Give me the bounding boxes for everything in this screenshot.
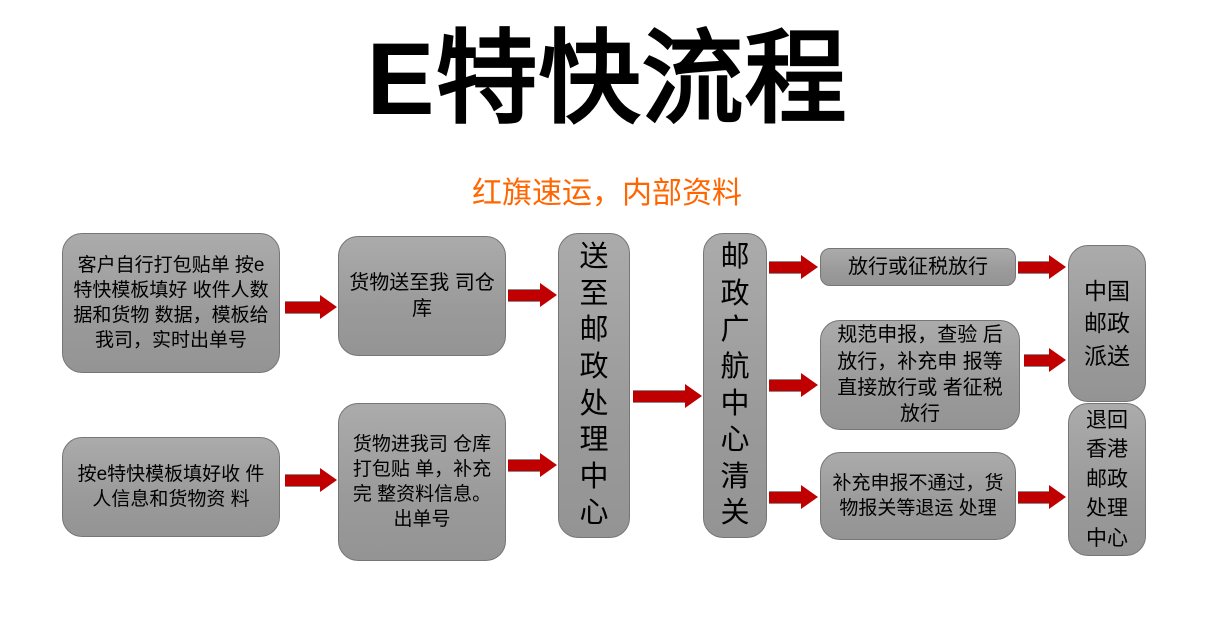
arrow-head-icon: [1049, 348, 1066, 372]
node-standard-declare: 规范申报，查验 后放行，补充申 报等直接放行或 者征税放行: [820, 320, 1020, 430]
node-label: 补充申报不通过，货物报关等退运 处理: [832, 472, 1004, 519]
flow-arrow-declare-to-chinapost: [1024, 348, 1066, 372]
flow-arrow-intake-to-postal: [508, 453, 557, 477]
arrow-shaft: [769, 260, 801, 274]
arrow-head-icon: [801, 373, 818, 397]
flow-arrow-clearance-to-release: [769, 255, 818, 279]
node-goods-to-warehouse: 货物送至我 司仓库: [338, 236, 506, 356]
arrow-shaft: [633, 389, 685, 403]
node-template-fill: 按e特快模板填好收 件人信息和货物资 料: [62, 437, 280, 537]
flow-arrow-template-to-intake: [285, 468, 337, 492]
flow-arrow-clearance-to-declare: [769, 373, 818, 397]
arrow-shaft: [508, 458, 540, 472]
node-return-hk: 退回香港邮政处理中心: [1068, 403, 1146, 556]
arrow-head-icon: [540, 283, 557, 307]
flow-arrow-warehouse-to-postal: [508, 283, 557, 307]
arrow-shaft: [285, 300, 320, 314]
node-label: 退回香港邮政处理中心: [1085, 409, 1128, 550]
flow-arrow-customer-to-warehouse: [285, 295, 337, 319]
arrow-shaft: [769, 490, 801, 504]
node-label: 货物进我司 仓库打包贴 单，补充完 整资料信息。出单号: [352, 433, 492, 531]
node-label: 送至邮政处理中心: [579, 241, 609, 530]
node-label: 货物送至我 司仓库: [349, 271, 495, 320]
node-send-postal-center: 送至邮政处理中心: [558, 233, 630, 538]
flow-arrow-release-to-chinapost: [1018, 255, 1066, 279]
arrow-head-icon: [1049, 485, 1066, 509]
arrow-shaft: [769, 378, 801, 392]
arrow-head-icon: [320, 468, 337, 492]
flow-arrow-postal-to-clearance: [633, 384, 702, 408]
page-title: E特快流程: [366, 22, 848, 136]
node-release: 放行或征税放行: [820, 248, 1016, 286]
arrow-head-icon: [320, 295, 337, 319]
node-guanghang-clearance: 邮政广航中心清关: [703, 233, 767, 538]
node-goods-into-warehouse: 货物进我司 仓库打包贴 单，补充完 整资料信息。出单号: [338, 403, 506, 561]
arrow-shaft: [1024, 353, 1049, 367]
arrow-head-icon: [801, 255, 818, 279]
node-label: 规范申报，查验 后放行，补充申 报等直接放行或 者征税放行: [837, 324, 1003, 426]
subtitle: 红旗速运，内部资料: [472, 177, 742, 210]
arrow-head-icon: [540, 453, 557, 477]
arrow-head-icon: [685, 384, 702, 408]
node-label: 邮政广航中心清关: [720, 241, 750, 530]
node-label: 按e特快模板填好收 件人信息和货物资 料: [77, 463, 265, 510]
node-label: 放行或征税放行: [848, 255, 988, 278]
arrow-head-icon: [801, 485, 818, 509]
flow-arrow-clearance-to-fail: [769, 485, 818, 509]
arrow-shaft: [1018, 260, 1049, 274]
arrow-shaft: [508, 288, 540, 302]
node-customer-self-pack: 客户自行打包贴单 按e特快模板填好 收件人数据和货物 数据，模板给我司，实时出单…: [62, 233, 280, 373]
node-label: 客户自行打包贴单 按e特快模板填好 收件人数据和货物 数据，模板给我司，实时出单…: [73, 254, 269, 352]
flow-arrow-fail-to-return: [1018, 485, 1066, 509]
node-declare-fail: 补充申报不通过，货物报关等退运 处理: [820, 452, 1016, 540]
arrow-shaft: [1018, 490, 1049, 504]
node-china-post-delivery: 中国邮政派送: [1068, 245, 1146, 402]
arrow-shaft: [285, 473, 320, 487]
node-label: 中国邮政派送: [1084, 278, 1130, 369]
arrow-head-icon: [1049, 255, 1066, 279]
